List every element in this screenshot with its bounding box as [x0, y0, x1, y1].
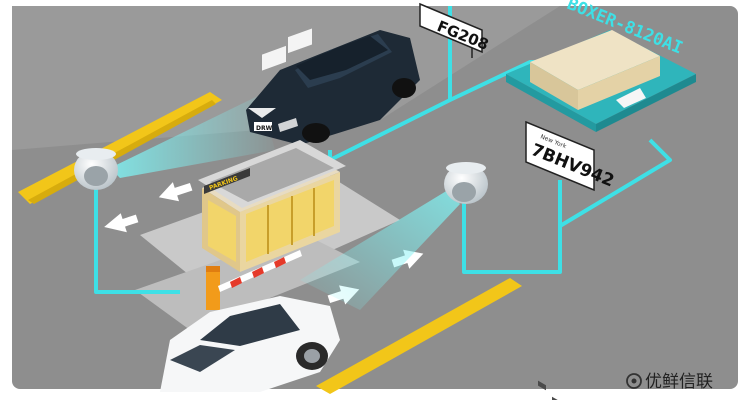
car-front-plate: DRW — [256, 125, 273, 132]
parking-booth: PARKING — [198, 28, 346, 272]
white-car — [160, 296, 340, 392]
barrier-gate — [206, 250, 302, 310]
left-camera-beam — [110, 95, 275, 178]
watermark: 优鲜信联 — [626, 372, 713, 392]
right-camera-beam — [300, 190, 460, 310]
yellow-stripes — [18, 92, 522, 394]
weibo-icon — [626, 373, 642, 389]
watermark-text: 优鲜信联 — [645, 372, 713, 392]
booth-pad-lower — [135, 232, 360, 330]
right-camera — [444, 162, 488, 204]
left-camera — [74, 148, 118, 190]
dark-car: DRW — [246, 30, 420, 145]
